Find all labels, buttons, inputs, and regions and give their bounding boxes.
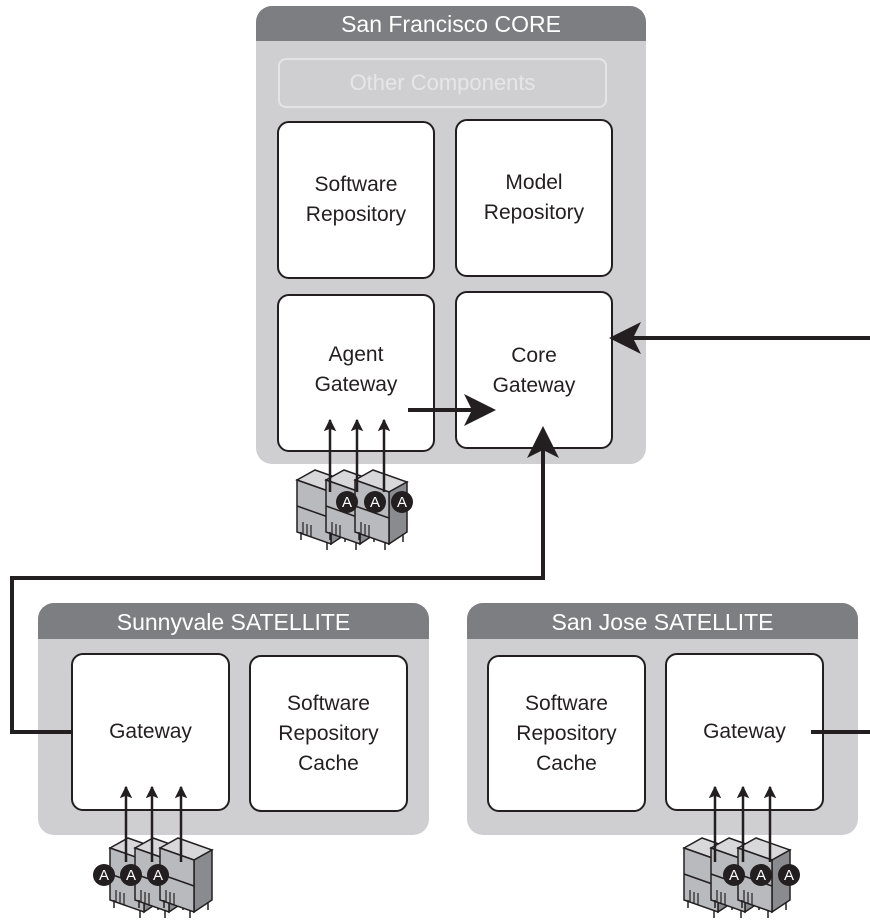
agent-badge-icon: A xyxy=(364,491,386,513)
agent-badge-icon: A xyxy=(750,864,772,886)
svg-text:A: A xyxy=(99,867,109,884)
san-jose-site-title: San Jose SATELLITE xyxy=(467,603,858,639)
core-gateway-label: Core Gateway xyxy=(492,344,576,397)
agent-badge-icon: A xyxy=(778,864,800,886)
agent-badge-icon: A xyxy=(93,864,115,886)
svg-text:A: A xyxy=(342,494,352,511)
san-jose-gateway-box[interactable]: Gateway xyxy=(665,653,824,811)
agent-badge-icon: A xyxy=(391,491,413,513)
san-jose-agent-uplinks xyxy=(708,785,777,862)
agent-badge-icon: A xyxy=(147,864,169,886)
agent-badge-icon: A xyxy=(120,864,142,886)
svg-text:A: A xyxy=(370,494,380,511)
sunnyvale-gateway-box[interactable]: Gateway xyxy=(71,653,230,811)
core-agent-uplinks xyxy=(323,418,391,492)
svg-text:A: A xyxy=(397,494,407,511)
sunnyvale-to-core-gateway-connector xyxy=(10,426,559,734)
software-repository-box[interactable]: Software Repository xyxy=(277,121,435,279)
agent-badge-icon: A xyxy=(723,864,745,886)
sunnyvale-software-repository-cache-box[interactable]: Software Repository Cache xyxy=(249,655,408,812)
sunnyvale-agent-badges: A A A xyxy=(93,864,169,886)
model-repository-box[interactable]: Model Repository xyxy=(455,119,613,277)
svg-text:A: A xyxy=(729,867,739,884)
svg-text:A: A xyxy=(126,867,136,884)
other-components-box: Other Components xyxy=(278,58,607,108)
sunnyvale-site-title: Sunnyvale SATELLITE xyxy=(38,603,429,639)
core-site-title: San Francisco CORE xyxy=(256,6,646,41)
svg-text:A: A xyxy=(153,867,163,884)
svg-text:A: A xyxy=(784,867,794,884)
san-jose-agent-badges: A A A xyxy=(723,864,800,886)
agent-badge-icon: A xyxy=(336,491,358,513)
svg-text:A: A xyxy=(756,867,766,884)
sunnyvale-agent-uplinks xyxy=(119,785,188,862)
san-jose-software-repository-cache-box[interactable]: Software Repository Cache xyxy=(487,655,646,812)
core-agent-badges: A A A xyxy=(336,491,413,513)
agent-gateway-label: Agent Gateway xyxy=(314,343,398,396)
